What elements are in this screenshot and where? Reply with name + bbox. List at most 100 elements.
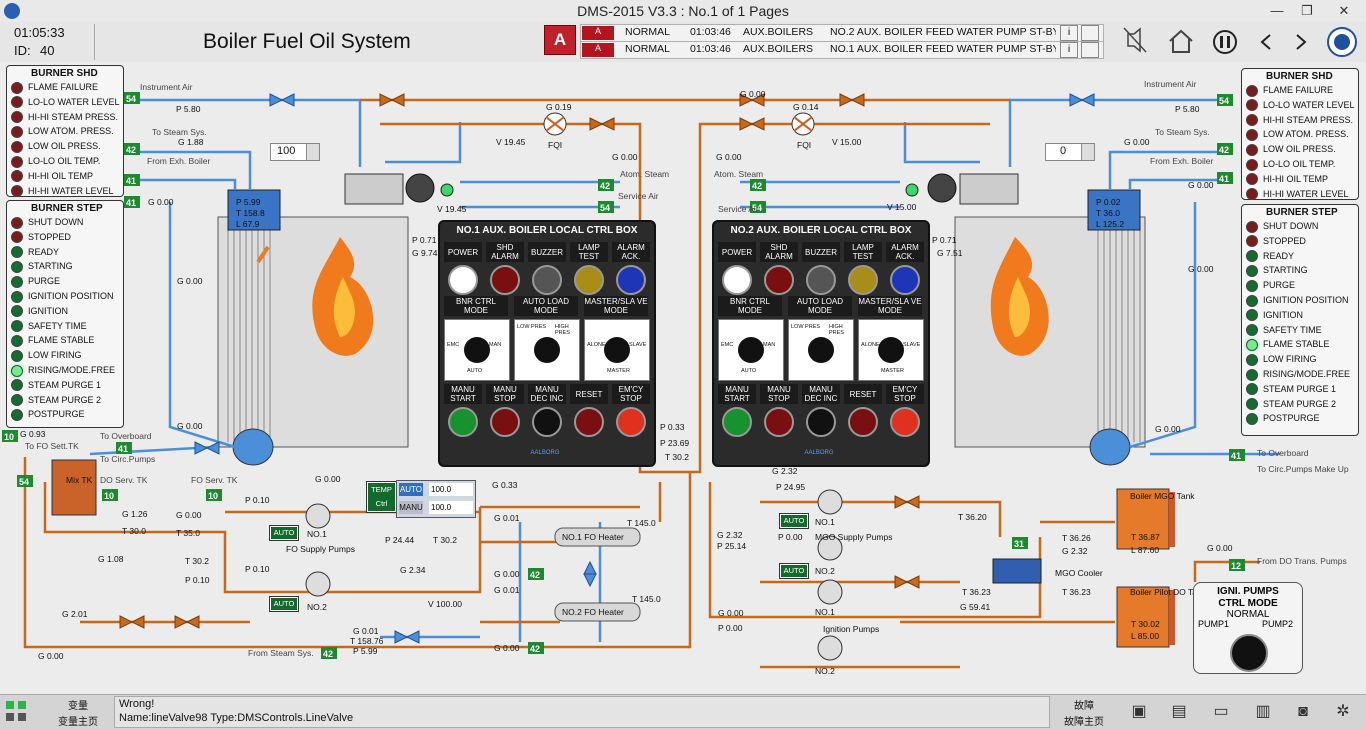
- fo-pump1-auto-button[interactable]: AUTO: [269, 525, 299, 541]
- next-page-icon[interactable]: [1296, 34, 1307, 50]
- knob-dial-icon[interactable]: [604, 337, 630, 363]
- panel-item-label: SAFETY TIME: [28, 320, 87, 331]
- status-bar: 变量 变量主页 Wrong! Name:lineValve98 Type:DMS…: [0, 694, 1366, 729]
- maximize-button[interactable]: ❐: [1301, 3, 1313, 18]
- push-button[interactable]: [890, 265, 920, 295]
- chart-icon[interactable]: ▥: [1255, 703, 1271, 720]
- panel-item: STARTING: [1242, 263, 1358, 278]
- valves: [119, 93, 920, 629]
- push-button[interactable]: [574, 265, 604, 295]
- var-home-button[interactable]: 变量主页: [58, 717, 98, 728]
- label-to-circ: To Circ.Pumps Make Up: [1257, 464, 1349, 474]
- alarm-status: NORMAL: [625, 43, 670, 55]
- prev-page-icon[interactable]: [1260, 34, 1271, 50]
- push-button[interactable]: [448, 265, 478, 295]
- mute-icon[interactable]: [1123, 27, 1147, 53]
- no1-boiler: [217, 189, 409, 466]
- panel-item: LOW ATOM. PRESS.: [7, 124, 123, 139]
- push-button[interactable]: [448, 407, 478, 437]
- knob-dial-icon[interactable]: [534, 337, 560, 363]
- push-button[interactable]: [532, 407, 562, 437]
- temp-manu-button[interactable]: MANU: [399, 501, 423, 514]
- fault-home-button[interactable]: 故障主页: [1064, 717, 1104, 728]
- status-lamp-icon: [11, 261, 23, 274]
- knob-position-label: SLAVE: [903, 342, 921, 348]
- panel-item: SHUT DOWN: [1242, 219, 1358, 234]
- alarm-icon[interactable]: A: [544, 25, 576, 55]
- alarm-info-button[interactable]: i: [1060, 25, 1078, 41]
- alarm-clear-icon[interactable]: [1081, 42, 1099, 58]
- push-button[interactable]: [848, 265, 878, 295]
- push-button[interactable]: [490, 265, 520, 295]
- spinner-icon[interactable]: [1081, 144, 1094, 160]
- tag-41: 41: [1231, 451, 1241, 461]
- push-button[interactable]: [574, 407, 604, 437]
- settings-gear-icon[interactable]: ✲: [1336, 703, 1350, 720]
- knob-dial-icon[interactable]: [464, 337, 490, 363]
- panel-item: LOW OIL PRESS.: [7, 139, 123, 154]
- label-service-air: Service Air: [718, 204, 759, 214]
- open-folder-icon[interactable]: ▭: [1213, 703, 1229, 720]
- push-button[interactable]: [806, 407, 836, 437]
- panel-item: FLAME STABLE: [7, 333, 123, 348]
- alarm-info-button[interactable]: i: [1060, 42, 1078, 58]
- alarm-ack-1[interactable]: A: [582, 26, 614, 40]
- alarm-row-2[interactable]: A NORMAL 01:03:46 AUX.BOILERS NO.1 AUX. …: [580, 41, 1104, 59]
- alarm-row-1[interactable]: A NORMAL 01:03:46 AUX.BOILERS NO.2 AUX. …: [580, 24, 1104, 42]
- push-button[interactable]: [490, 407, 520, 437]
- camera-icon[interactable]: ◙: [1298, 703, 1308, 720]
- push-button[interactable]: [890, 407, 920, 437]
- temp-auto-button[interactable]: AUTO: [399, 483, 423, 496]
- tag-42: 42: [1219, 145, 1229, 155]
- push-button[interactable]: [722, 265, 752, 295]
- tag-54: 54: [19, 477, 29, 487]
- minimize-button[interactable]: —: [1270, 3, 1284, 18]
- panel-item-label: HI-HI STEAM PRESS.: [1263, 114, 1354, 125]
- status-lamp-icon: [11, 140, 23, 153]
- fault-button[interactable]: 故障: [1074, 701, 1094, 712]
- knob-dial-icon[interactable]: [808, 337, 834, 363]
- temp-manu-value[interactable]: 100.0: [429, 501, 473, 514]
- push-button[interactable]: [764, 407, 794, 437]
- fqi-meter-2: [791, 112, 815, 136]
- mgo-pump2-auto-button[interactable]: AUTO: [779, 563, 809, 579]
- pause-icon[interactable]: [1213, 30, 1237, 54]
- close-button[interactable]: ✕: [1338, 3, 1350, 18]
- mgo-pump1-auto-button[interactable]: AUTO: [779, 513, 809, 529]
- temp-auto-value[interactable]: 100.0: [429, 483, 473, 496]
- svg-text:T 30.2: T 30.2: [665, 452, 689, 462]
- tag-41: 41: [118, 444, 128, 454]
- push-button[interactable]: [616, 407, 646, 437]
- ign-mode-knob[interactable]: [1230, 634, 1268, 672]
- spinner-icon[interactable]: [306, 144, 319, 160]
- alarm-clear-icon[interactable]: [1081, 25, 1099, 41]
- push-button[interactable]: [532, 265, 562, 295]
- home-icon[interactable]: [1169, 29, 1193, 53]
- alarm-ack-2[interactable]: A: [582, 43, 614, 57]
- panel-item-label: STEAM PURGE 2: [28, 394, 102, 405]
- push-button[interactable]: [722, 407, 752, 437]
- fo-pump2-auto-button[interactable]: AUTO: [269, 596, 299, 612]
- push-button[interactable]: [764, 265, 794, 295]
- save-icon[interactable]: ▣: [1131, 703, 1147, 720]
- no2-load-setpoint[interactable]: 0: [1045, 143, 1095, 161]
- var-button[interactable]: 变量: [68, 701, 88, 712]
- push-button[interactable]: [806, 265, 836, 295]
- push-button[interactable]: [848, 407, 878, 437]
- brand-logo: AALBORG: [530, 450, 560, 456]
- svg-text:P 5.80: P 5.80: [176, 104, 201, 114]
- panel-item-label: FLAME FAILURE: [1263, 85, 1334, 95]
- svg-text:G 0.01: G 0.01: [494, 585, 520, 595]
- knob-dial-icon[interactable]: [738, 337, 764, 363]
- no1-load-setpoint[interactable]: 100: [270, 143, 320, 161]
- push-button[interactable]: [616, 265, 646, 295]
- knob-dial-icon[interactable]: [878, 337, 904, 363]
- temp-ctrl-button[interactable]: TEMP Ctrl: [366, 481, 397, 513]
- save-as-icon[interactable]: ▤: [1171, 703, 1187, 720]
